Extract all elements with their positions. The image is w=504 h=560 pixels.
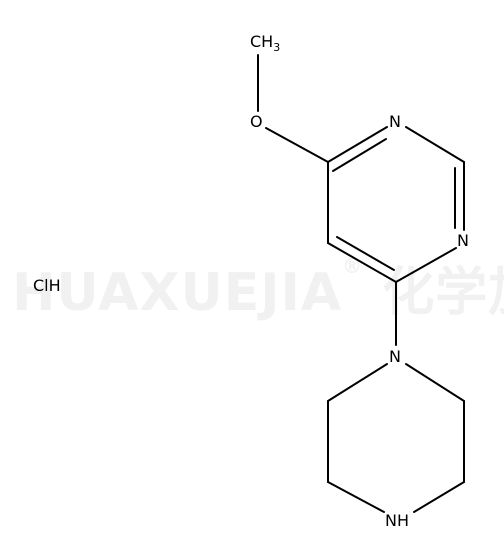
bond-c-left-top-n xyxy=(327,363,388,402)
atom-label-oxygen: O xyxy=(250,112,263,131)
bond-c6-c5 xyxy=(327,242,397,283)
bond-n3-c2 xyxy=(405,126,465,163)
bond-n1-c6 xyxy=(395,247,457,283)
bond-c4-n3 xyxy=(327,126,388,163)
atom-label-n-piperazine: N xyxy=(389,347,401,366)
watermark: HUAXUEJIA® 化学加 xyxy=(12,250,504,325)
bond-c6-c5-double xyxy=(336,236,395,271)
watermark-brand: HUAXUEJIA xyxy=(12,263,343,323)
atom-label-ch3: CH3 xyxy=(250,32,280,54)
bond-nh-c-left-bottom xyxy=(327,481,385,513)
hydrochloride-label: ClH xyxy=(33,276,61,295)
atom-label-nh: NH xyxy=(385,511,409,530)
bond-c4-n3-double xyxy=(332,138,387,172)
watermark-chinese: 化学加 xyxy=(382,263,504,323)
bond-c-right-bottom-nh xyxy=(413,481,465,513)
bond-n-c-right-top xyxy=(405,363,465,402)
bond-o-c4 xyxy=(265,127,329,163)
atom-label-n3: N xyxy=(389,112,401,131)
atom-label-n1: N xyxy=(457,231,469,250)
